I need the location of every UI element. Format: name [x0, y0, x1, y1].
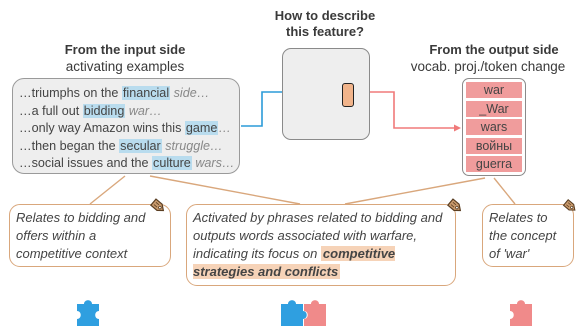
- example-line: …triumphs on the financial side…: [19, 85, 239, 103]
- example-suffix: …: [218, 121, 231, 136]
- activating-examples-box: …triumphs on the financial side… …a full…: [12, 78, 240, 174]
- example-suffix: war…: [125, 103, 162, 118]
- feature-neuron: [342, 83, 354, 107]
- example-prefix: …social issues and the: [19, 156, 153, 171]
- combined-description-text: Activated by phrases related to bidding …: [193, 210, 443, 261]
- example-line: …then began the secular struggle…: [19, 138, 239, 156]
- output-token: war: [466, 82, 522, 98]
- example-highlight: bidding: [82, 103, 126, 118]
- example-prefix: …only way Amazon wins this: [19, 121, 185, 136]
- output-to-desc-line: [493, 177, 516, 205]
- example-line: …a full out bidding war…: [19, 103, 239, 121]
- example-highlight: culture: [152, 156, 192, 171]
- output-side-title: From the output side: [429, 42, 559, 57]
- feature-to-output-arrow: [355, 91, 458, 129]
- example-highlight: game: [184, 121, 219, 136]
- output-description: Relates to the concept of 'war': [482, 204, 574, 267]
- example-prefix: …then began the: [19, 138, 120, 153]
- puzzle-pair-icon: [281, 300, 326, 326]
- tag-icon: [149, 198, 165, 212]
- example-highlight: secular: [119, 138, 162, 153]
- example-line: …social issues and the culture wars…: [19, 155, 239, 173]
- tag-icon: [562, 199, 576, 211]
- example-prefix: …a full out: [19, 103, 83, 118]
- input-side-title: From the input side: [64, 42, 186, 57]
- output-token: _War: [466, 100, 522, 117]
- tag-icon: [446, 198, 462, 212]
- input-to-combined-line: [149, 175, 301, 205]
- output-description-text: Relates to the concept of 'war': [489, 210, 557, 261]
- feature-question: How to describe this feature?: [274, 8, 376, 39]
- puzzle-piece-red-icon: [510, 300, 532, 326]
- puzzle-piece-blue-icon: [77, 300, 99, 326]
- feature-box: [282, 48, 370, 140]
- input-to-desc-line: [89, 175, 126, 205]
- example-prefix: …triumphs on the: [19, 86, 122, 100]
- input-description: Relates to bidding and offers within a c…: [9, 204, 171, 267]
- output-token: войны: [466, 137, 522, 154]
- input-side-subtitle: activating examples: [65, 59, 185, 74]
- example-line: …only way Amazon wins this game…: [19, 120, 239, 138]
- example-highlight: financial: [121, 86, 171, 100]
- combined-description: Activated by phrases related to bidding …: [186, 204, 456, 286]
- output-token: wars: [466, 119, 522, 135]
- example-suffix: struggle…: [161, 138, 223, 153]
- example-suffix: side…: [170, 86, 210, 100]
- example-suffix: wars…: [191, 156, 235, 171]
- output-to-combined-line: [344, 177, 486, 205]
- output-side-subtitle: vocab. proj./token change: [410, 59, 566, 74]
- input-description-text: Relates to bidding and offers within a c…: [16, 210, 146, 261]
- output-token: guerra: [466, 156, 522, 172]
